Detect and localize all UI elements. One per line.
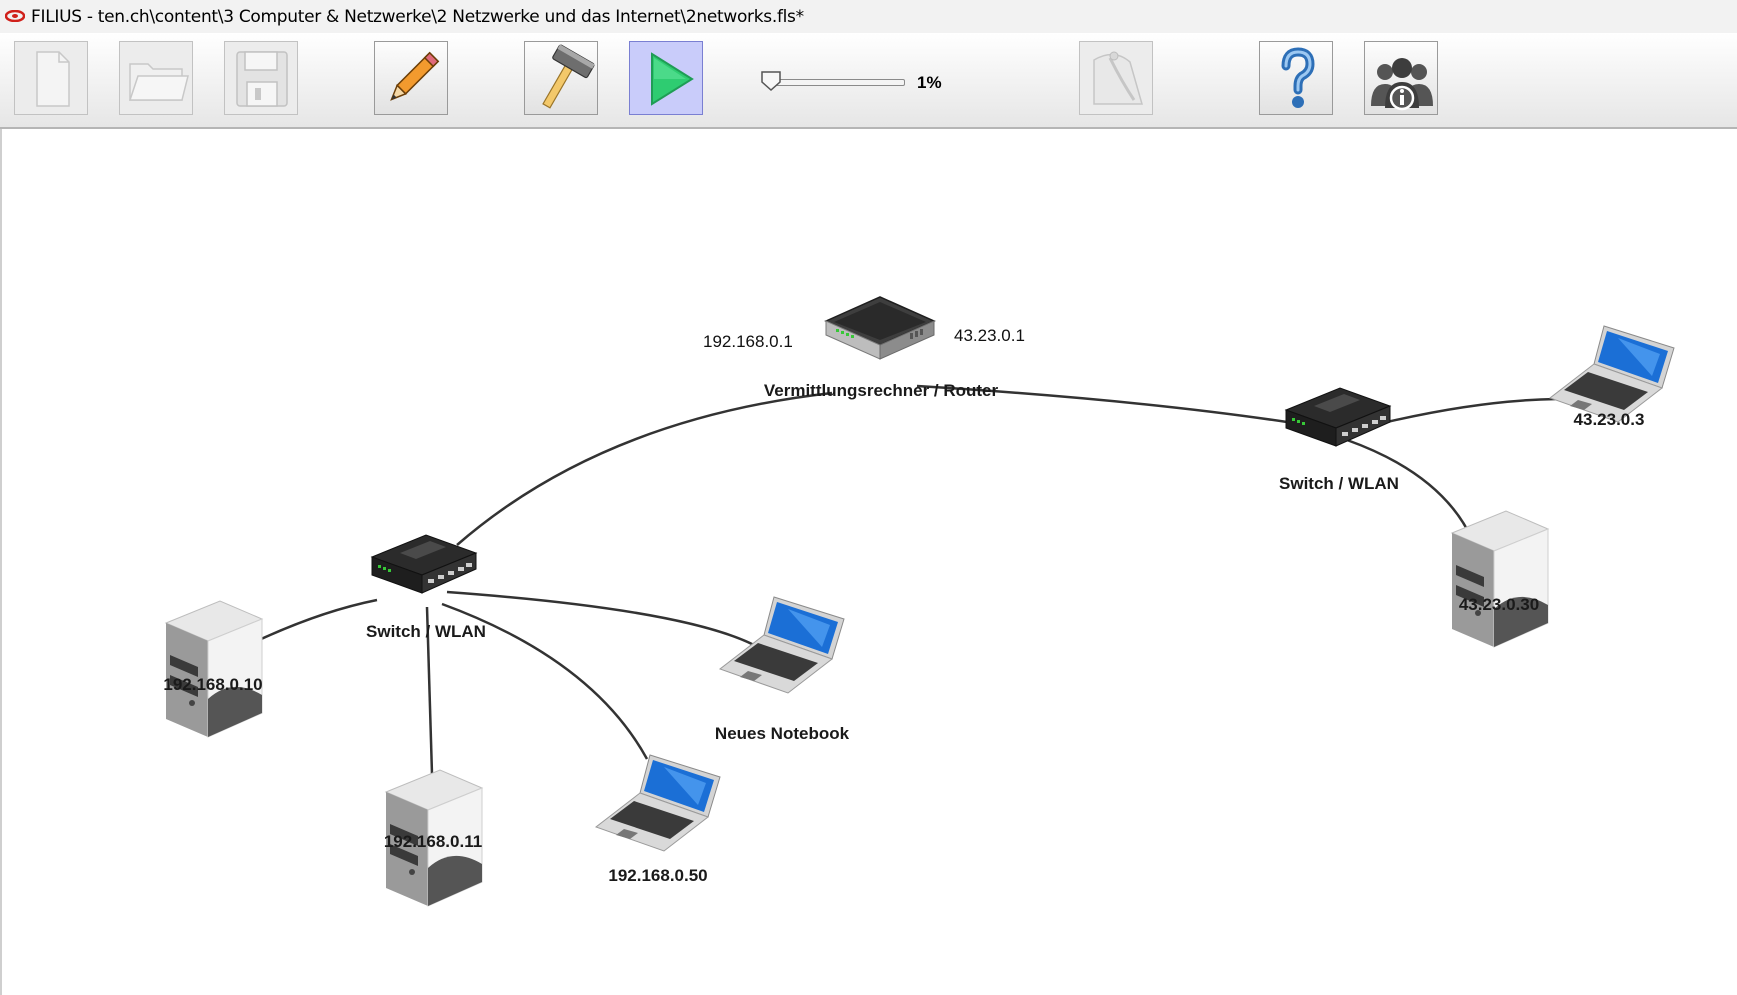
cable-switch-left-server-11 (425, 606, 434, 775)
speed-value: 1% (917, 73, 942, 92)
documentation-button[interactable] (1079, 41, 1153, 115)
speed-slider[interactable] (760, 70, 905, 92)
title-bar: FILIUS - ten.ch\content\3 Computer & Net… (0, 0, 1737, 33)
help-button[interactable] (1259, 41, 1333, 115)
cable-switch-left-server-10 (258, 598, 378, 642)
cable-router-switch-right (916, 384, 1288, 424)
wire-tools-icon (1093, 51, 1143, 105)
users-info-icon (1371, 58, 1433, 111)
notebook-label-1: 192.168.0.50 (608, 866, 708, 885)
cable-switch-left-notebook-new (446, 590, 755, 647)
network-canvas[interactable]: 192.168.0.1 43.23.0.1 Vermittlungsrechne… (0, 129, 1737, 995)
server-192-168-0-10[interactable] (162, 599, 264, 741)
design-mode-button[interactable] (374, 41, 448, 115)
router-label: Vermittlungsrechner / Router (763, 381, 999, 400)
cable-switch-left-notebook-50 (441, 602, 649, 760)
switch-left-device[interactable] (370, 531, 480, 601)
switch-right-label: Switch / WLAN (1279, 474, 1399, 493)
cable-router-switch-left (456, 391, 833, 546)
router-right-ip: 43.23.0.1 (954, 326, 1025, 345)
switch-right-device[interactable] (1284, 384, 1394, 454)
notebook-label-2: 43.23.0.3 (1573, 410, 1645, 429)
network-cables (258, 384, 1558, 775)
cable-switch-right-server (1346, 438, 1474, 540)
speed-slider-track[interactable] (770, 79, 905, 86)
filius-logo-icon (5, 10, 25, 22)
notebook-neues-notebook[interactable] (718, 595, 848, 697)
router-device[interactable] (820, 293, 940, 363)
save-file-button[interactable] (224, 41, 298, 115)
hammer-icon (542, 44, 595, 109)
simulation-mode-button[interactable] (629, 41, 703, 115)
open-file-button[interactable] (119, 41, 193, 115)
new-file-button[interactable] (14, 41, 88, 115)
server-label-1: 192.168.0.11 (383, 832, 483, 851)
server-label-0: 192.168.0.10 (163, 675, 263, 694)
play-icon (651, 52, 694, 106)
floppy-disk-icon (236, 51, 288, 107)
about-button[interactable] (1364, 41, 1438, 115)
notebook-label-0: Neues Notebook (714, 724, 850, 743)
toolbar: 1% (0, 33, 1737, 129)
document-icon (36, 51, 70, 107)
window-title: FILIUS - ten.ch\content\3 Computer & Net… (31, 7, 804, 27)
question-mark-icon (1281, 47, 1315, 108)
speed-slider-thumb[interactable] (760, 70, 782, 92)
server-192-168-0-11[interactable] (382, 768, 484, 910)
notebook-192-168-0-50[interactable] (594, 753, 724, 855)
pencil-icon (390, 51, 440, 101)
server-43-23-0-30[interactable] (1448, 509, 1550, 651)
server-label-2: 43.23.0.30 (1458, 595, 1540, 614)
switch-left-label: Switch / WLAN (366, 622, 486, 641)
router-left-ip: 192.168.0.1 (703, 332, 793, 351)
build-mode-button[interactable] (524, 41, 598, 115)
cable-switch-right-notebook (1386, 397, 1558, 424)
notebook-43-23-0-3[interactable] (1548, 324, 1678, 426)
folder-icon (128, 63, 189, 101)
